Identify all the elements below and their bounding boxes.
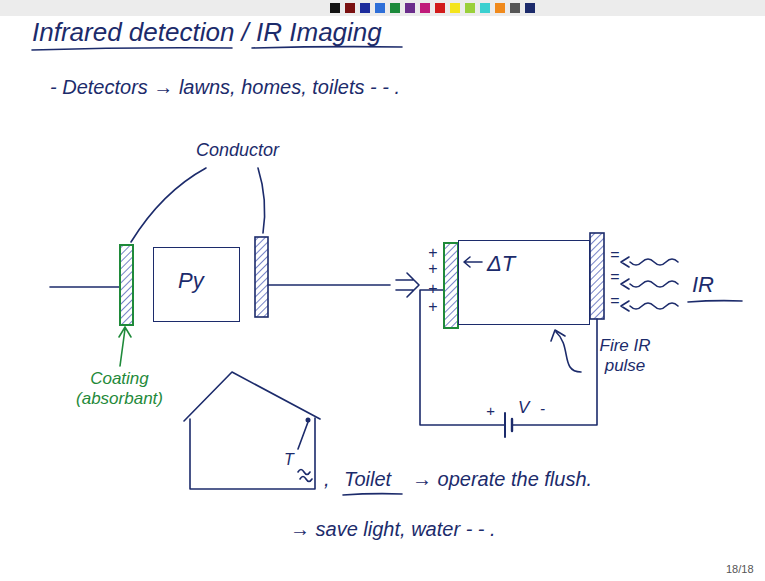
leader-line	[258, 168, 265, 233]
charge-sign: +	[428, 260, 437, 278]
toolbar-swatches	[330, 3, 535, 13]
toilet-underline	[343, 494, 402, 495]
note: → save light, water - - .	[290, 518, 496, 541]
wire	[420, 290, 505, 425]
ir-wave	[621, 257, 678, 267]
conductor-plate	[255, 237, 268, 317]
page-number: 18/18	[726, 563, 754, 576]
battery-symbol	[504, 413, 506, 437]
wire	[512, 319, 597, 425]
ir-wave	[621, 279, 678, 289]
signal-name: IR	[692, 272, 714, 297]
wire	[50, 286, 120, 288]
sensor-leader	[298, 422, 308, 449]
ir-underline	[688, 301, 742, 302]
part-name: Conductor	[196, 140, 279, 161]
pulse-arrow	[551, 330, 581, 372]
wire	[268, 284, 390, 286]
node-text: ΔT	[487, 251, 515, 276]
note: ,	[324, 468, 330, 491]
note: Fire IR pulse	[585, 336, 665, 375]
charge-sign: +	[428, 298, 437, 316]
house-walls	[190, 418, 315, 489]
sensor-label: T	[284, 451, 294, 469]
leader-line	[131, 168, 206, 242]
pyroelectric-box: ΔT	[458, 240, 590, 325]
battery-label: V	[518, 398, 529, 418]
ir-wave	[621, 301, 678, 311]
pyroelectric-box: Py	[153, 247, 240, 322]
charge-sign: =	[610, 268, 619, 286]
battery-symbol	[511, 419, 513, 431]
note: Toilet	[344, 468, 391, 491]
charge-sign: +	[428, 244, 437, 262]
heat-squiggle	[298, 470, 312, 482]
coating-arrow	[119, 327, 131, 366]
note: - Detectors → lawns, homes, toilets - - …	[50, 76, 400, 99]
title: Infrared detection / IR Imaging	[32, 18, 382, 48]
part-name: Coating (absorbant)	[72, 369, 167, 408]
node-text: Py	[178, 268, 204, 293]
toolbar	[0, 0, 765, 16]
sensor-dot	[306, 418, 311, 423]
heat-arrow	[464, 257, 482, 267]
charge-sign: =	[610, 292, 619, 310]
charge-sign: +	[428, 280, 437, 298]
battery-sign: -	[540, 400, 545, 417]
coated-plate	[444, 243, 458, 328]
conductor-plate	[590, 233, 604, 319]
battery-sign: +	[486, 402, 495, 419]
house-roof	[184, 372, 320, 421]
note: → operate the flush.	[412, 468, 592, 491]
implies-arrow	[396, 273, 419, 297]
coated-plate	[120, 245, 133, 325]
charge-sign: =	[610, 246, 619, 264]
title-underline	[32, 48, 232, 50]
